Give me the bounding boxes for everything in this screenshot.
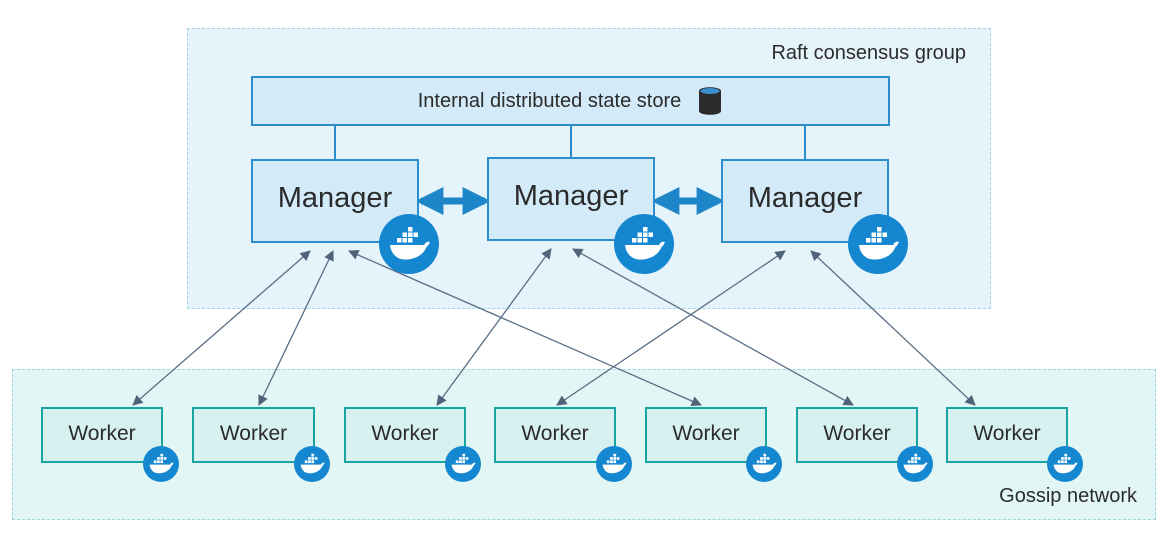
manager-label: Manager bbox=[277, 181, 393, 214]
worker-node-7: Worker bbox=[946, 407, 1068, 463]
worker-node-1: Worker bbox=[41, 407, 163, 463]
docker-whale-icon bbox=[294, 446, 330, 482]
worker-label: Worker bbox=[823, 422, 891, 445]
worker-node-6: Worker bbox=[796, 407, 918, 463]
docker-whale-icon bbox=[746, 446, 782, 482]
worker-node-4: Worker bbox=[494, 407, 616, 463]
link-manager1-worker2 bbox=[258, 250, 334, 406]
worker-label: Worker bbox=[521, 422, 589, 445]
worker-label: Worker bbox=[219, 422, 288, 445]
docker-whale-icon bbox=[379, 214, 439, 274]
worker-node-2: Worker bbox=[192, 407, 315, 463]
docker-whale-icon bbox=[897, 446, 933, 482]
database-icon bbox=[699, 87, 722, 115]
gossip-network-label: Gossip network bbox=[999, 485, 1137, 507]
link-manager1-worker1 bbox=[132, 250, 311, 406]
manager-label: Manager bbox=[747, 181, 863, 214]
docker-whale-icon bbox=[445, 446, 481, 482]
manager-node-3: Manager bbox=[721, 159, 889, 243]
worker-label: Worker bbox=[371, 422, 439, 445]
docker-whale-icon bbox=[1047, 446, 1083, 482]
link-manager1-worker5 bbox=[348, 249, 702, 407]
worker-label: Worker bbox=[68, 422, 136, 445]
state-store-label: Internal distributed state store bbox=[417, 89, 682, 112]
worker-node-3: Worker bbox=[344, 407, 466, 463]
worker-label: Worker bbox=[672, 422, 740, 445]
link-manager3-worker4 bbox=[556, 250, 786, 406]
manager-label: Manager bbox=[513, 179, 629, 212]
docker-whale-icon bbox=[596, 446, 632, 482]
worker-label: Worker bbox=[973, 422, 1041, 445]
internal-state-store: Internal distributed state store bbox=[251, 76, 890, 126]
worker-node-5: Worker bbox=[645, 407, 767, 463]
docker-whale-icon bbox=[848, 214, 908, 274]
docker-whale-icon bbox=[143, 446, 179, 482]
docker-whale-icon bbox=[614, 214, 674, 274]
link-manager2-worker3 bbox=[436, 248, 552, 406]
raft-group-label: Raft consensus group bbox=[771, 42, 966, 64]
manager-node-2: Manager bbox=[487, 157, 655, 241]
link-manager3-worker7 bbox=[810, 250, 976, 406]
